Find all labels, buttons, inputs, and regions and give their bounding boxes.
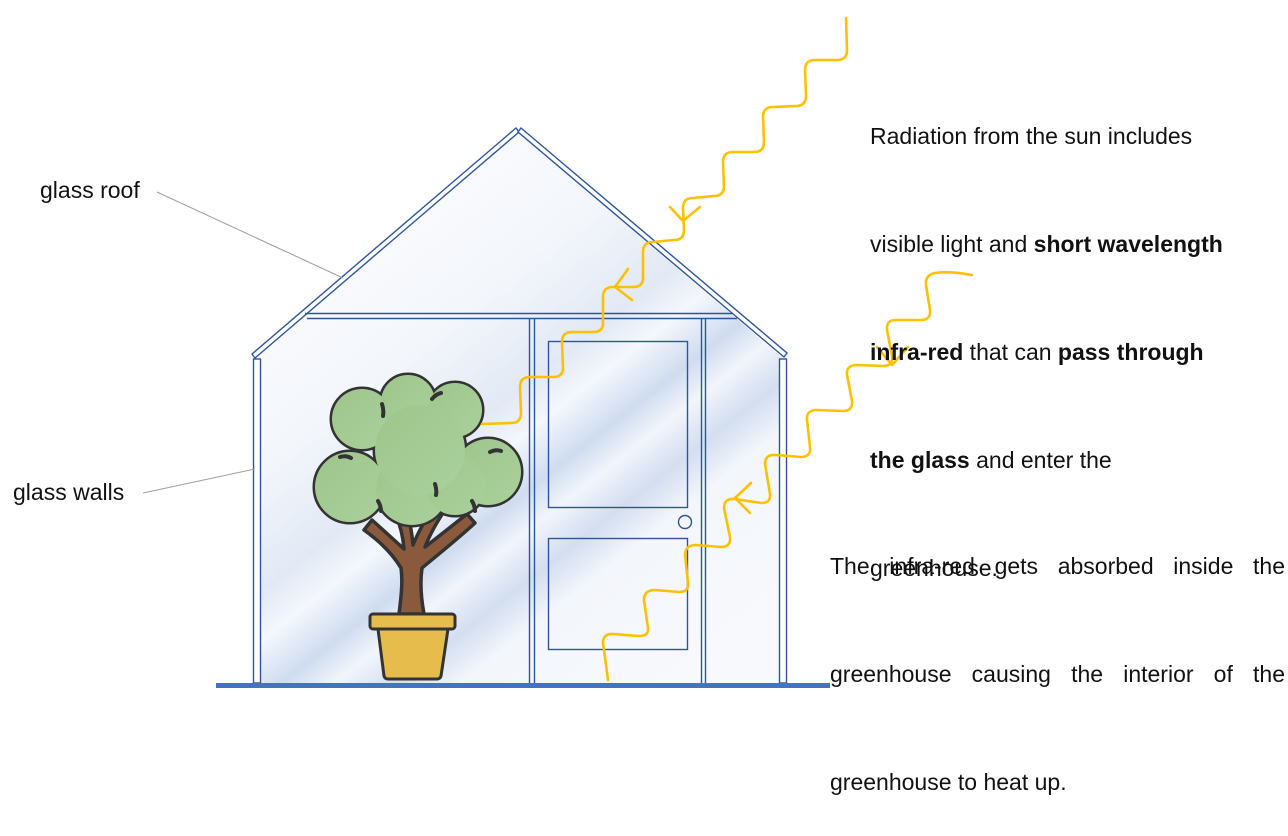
infrared-wave [601,271,974,682]
arrowhead-left-icon [613,267,634,302]
canopy-fill [315,375,521,525]
callout-segment: pass through [1057,339,1204,365]
ground-line [216,683,830,688]
glass-walls-label: glass walls [13,479,125,505]
callout-line: Radiation from the sun includes [870,118,1223,154]
callout-segment: infra-red [870,339,964,365]
callout-line: The infra-red gets absorbed inside the [830,553,1285,579]
infrared-absorbed-callout: The infra-red gets absorbed inside the g… [830,476,1285,836]
arrowhead-down-icon [875,345,910,367]
tree-canopy [312,372,524,528]
sun-radiation-wave [480,16,849,426]
sun-radiation-callout: Radiation from the sun includes visible … [870,46,1223,622]
callout-segment: greenhouse. [870,555,998,581]
infrared-wave-path [601,271,974,682]
callout-line: the glass and enter the [870,442,1223,478]
door-upper-panel [547,340,689,509]
arrowhead-left-icon [733,481,753,515]
callout-segment: and enter the [969,447,1112,473]
callout-segment: visible light and [870,231,1034,257]
callout-line: greenhouse. [870,550,1223,586]
callout-segment: Radiation from the sun includes [870,123,1193,149]
callout-line: greenhouse to heat up. [830,769,1067,795]
glass-roof-leader-line [156,191,344,279]
canopy-detail-strokes [338,391,503,513]
glass-walls-leader-line [142,468,256,494]
door-lower-panel [547,537,689,651]
callout-segment: short wavelength [1033,231,1223,257]
callout-segment: the glass [870,447,970,473]
sun-radiation-wave-path [480,16,849,426]
callout-segment: that can [963,339,1058,365]
glass-roof-label: glass roof [40,177,140,203]
tree-trunk [362,500,477,616]
arrowhead-down-icon [668,205,702,223]
callout-line: visible light and short wavelength [870,226,1223,262]
door-knob [677,514,693,530]
callout-line: infra-red that can pass through [870,334,1223,370]
potted-tree-icon [312,372,524,681]
pot-rim [368,612,457,631]
callout-line: greenhouse causing the interior of the [830,661,1285,687]
left-glass-wall [252,358,262,684]
pot-body [376,627,450,681]
greenhouse-diagram [142,16,974,688]
right-glass-wall [778,358,788,684]
